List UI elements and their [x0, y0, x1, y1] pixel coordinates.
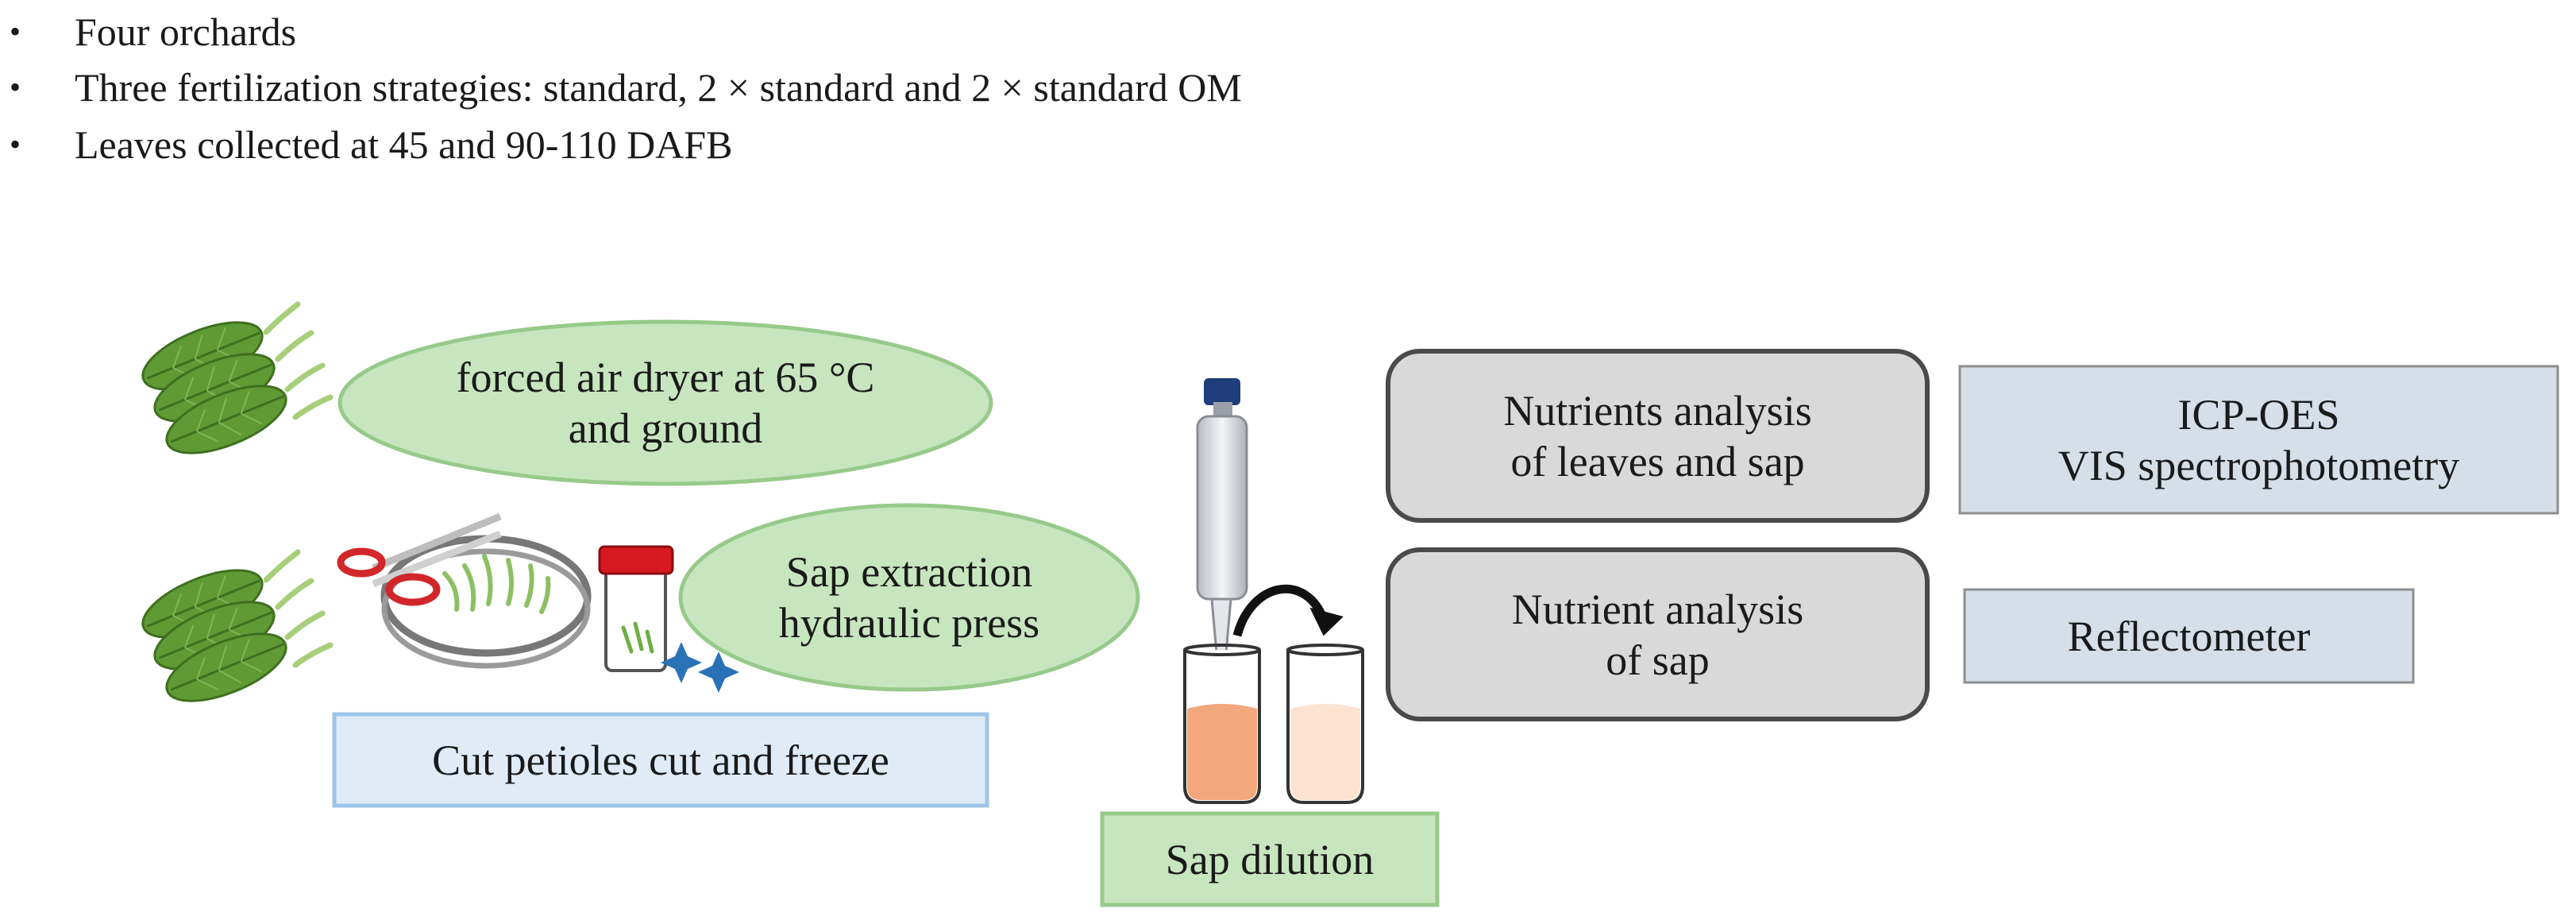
- nutrient-sap-label: Nutrient analysis of sap: [1511, 585, 1804, 684]
- sap-tube-diluted-icon: [1286, 644, 1364, 804]
- bullet-dot: •: [10, 126, 21, 162]
- sap-extraction-ellipse: [678, 503, 1140, 692]
- sap-extraction-label: Sap extraction hydraulic press: [778, 548, 1040, 647]
- nutrients-leaves-sap-box: [1386, 349, 1930, 523]
- leaf-bundle-bottom-icon: [133, 549, 334, 717]
- dryer-ellipse: [337, 319, 993, 486]
- transfer-arrow-icon: [1232, 584, 1344, 637]
- leaf-bundle-top-icon: [133, 301, 334, 469]
- bullet-text: Leaves collected at 45 and 90-110 DAFB: [75, 122, 733, 167]
- reflectometer-label: Reflectometer: [2067, 612, 2311, 660]
- bullet-text: Three fertilization strategies: standard…: [75, 65, 1242, 110]
- sample-jar-icon: [598, 545, 674, 672]
- sap-dilution-label: Sap dilution: [1165, 835, 1375, 883]
- scissors-icon: [337, 512, 502, 606]
- dryer-label: forced air dryer at 65 °C and ground: [456, 354, 875, 452]
- nutrient-sap-box: [1386, 547, 1930, 721]
- cut-petioles-box: [332, 712, 989, 808]
- bullet-dot: •: [10, 14, 21, 49]
- icp-vis-box: [1958, 365, 2559, 515]
- nutrients-leaves-sap-label: Nutrients analysis of leaves and sap: [1503, 386, 1812, 485]
- icp-vis-label: ICP-OES VIS spectrophotometry: [2057, 390, 2460, 489]
- reflectometer-box: [1963, 588, 2415, 684]
- sap-dilution-box: [1100, 811, 1440, 907]
- bullet-dot: •: [10, 69, 21, 105]
- cut-petioles-label: Cut petioles cut and freeze: [432, 736, 889, 784]
- freeze-sparkle-icon: [661, 642, 739, 693]
- sap-tube-concentrated-icon: [1183, 644, 1261, 804]
- bullet-text: Four orchards: [75, 10, 297, 54]
